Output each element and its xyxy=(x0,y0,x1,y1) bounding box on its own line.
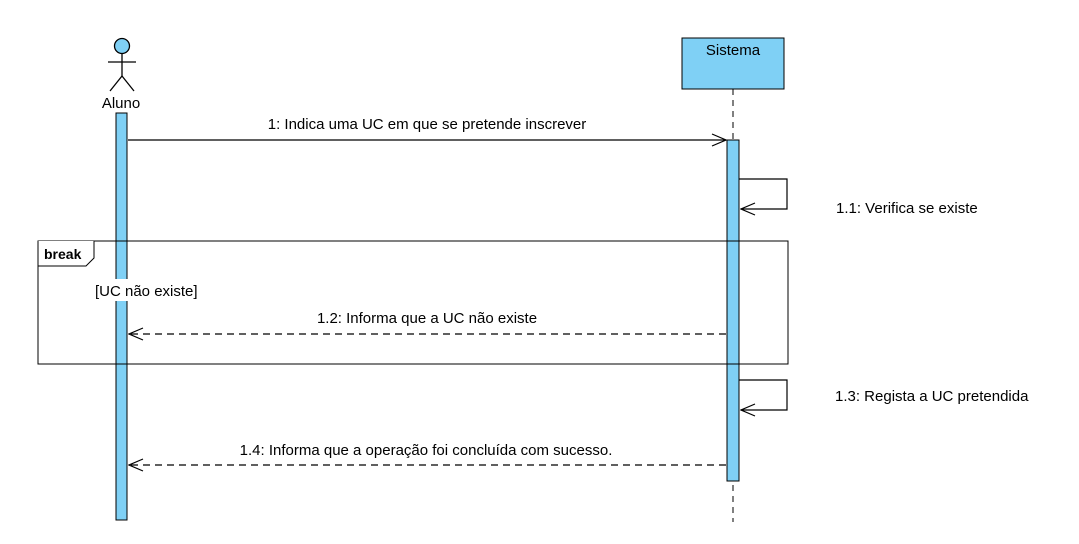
actor-aluno: Aluno xyxy=(102,37,140,112)
self-message-1-1: 1.1: Verifica se existe xyxy=(739,178,978,217)
fragment-guard: [UC não existe] xyxy=(95,283,198,300)
guard-background xyxy=(92,279,210,301)
message-1-4: 1.4: Informa que a operação foi concluíd… xyxy=(129,442,726,465)
message-1: 1: Indica uma UC em que se pretende insc… xyxy=(128,116,726,140)
self-message-1-3: 1.3: Regista a UC pretendida xyxy=(739,379,1029,410)
message-1-3-label: 1.3: Regista a UC pretendida xyxy=(835,388,1029,405)
fragment-operator: break xyxy=(44,246,82,262)
actor-activation-bar-segment xyxy=(115,240,128,365)
message-1-1-label: 1.1: Verifica se existe xyxy=(836,200,978,217)
break-fragment: break xyxy=(37,240,789,365)
message-1-label: 1: Indica uma UC em que se pretende insc… xyxy=(268,116,587,133)
system-lifeline-head: Sistema xyxy=(681,37,785,90)
fragment-operator-tab xyxy=(37,241,95,267)
system-name: Sistema xyxy=(706,42,761,59)
actor-name: Aluno xyxy=(102,95,140,112)
message-1-2: 1.2: Informa que a UC não existe xyxy=(129,310,726,334)
message-1-2-label: 1.2: Informa que a UC não existe xyxy=(317,310,537,327)
stick-figure-actor-icon xyxy=(108,37,136,92)
message-1-4-label: 1.4: Informa que a operação foi concluíd… xyxy=(240,442,613,459)
system-activation-bar-segment xyxy=(726,240,740,365)
